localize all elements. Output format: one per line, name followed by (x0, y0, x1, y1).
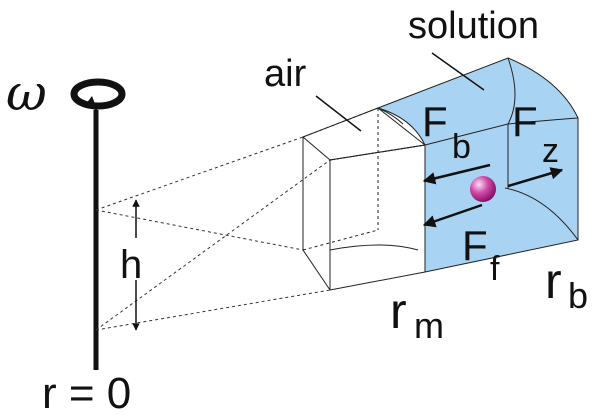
ff-subscript: f (490, 250, 500, 288)
r0-label: r = 0 (42, 369, 131, 415)
rotation-arrow-icon (70, 78, 126, 112)
ff-label: F (462, 222, 488, 269)
air-leader-line (315, 95, 362, 132)
particle (470, 176, 496, 202)
fb-subscript: b (452, 128, 471, 166)
solution-leader-line (431, 52, 485, 91)
solution-label: solution (408, 5, 539, 47)
force-arrows (422, 163, 564, 228)
h-label: h (120, 243, 142, 287)
air-compartment (302, 107, 427, 291)
fb-label: F (422, 98, 448, 145)
rb-subscript: b (568, 275, 588, 316)
fz-subscript: z (542, 132, 559, 170)
air-label: air (264, 53, 307, 95)
omega-label: ω (6, 64, 47, 122)
fz-label: F (512, 98, 538, 145)
perspective-lines (95, 107, 426, 331)
rm-subscript: m (414, 305, 444, 346)
rm-label: r (390, 283, 407, 339)
rb-label: r (545, 253, 562, 309)
